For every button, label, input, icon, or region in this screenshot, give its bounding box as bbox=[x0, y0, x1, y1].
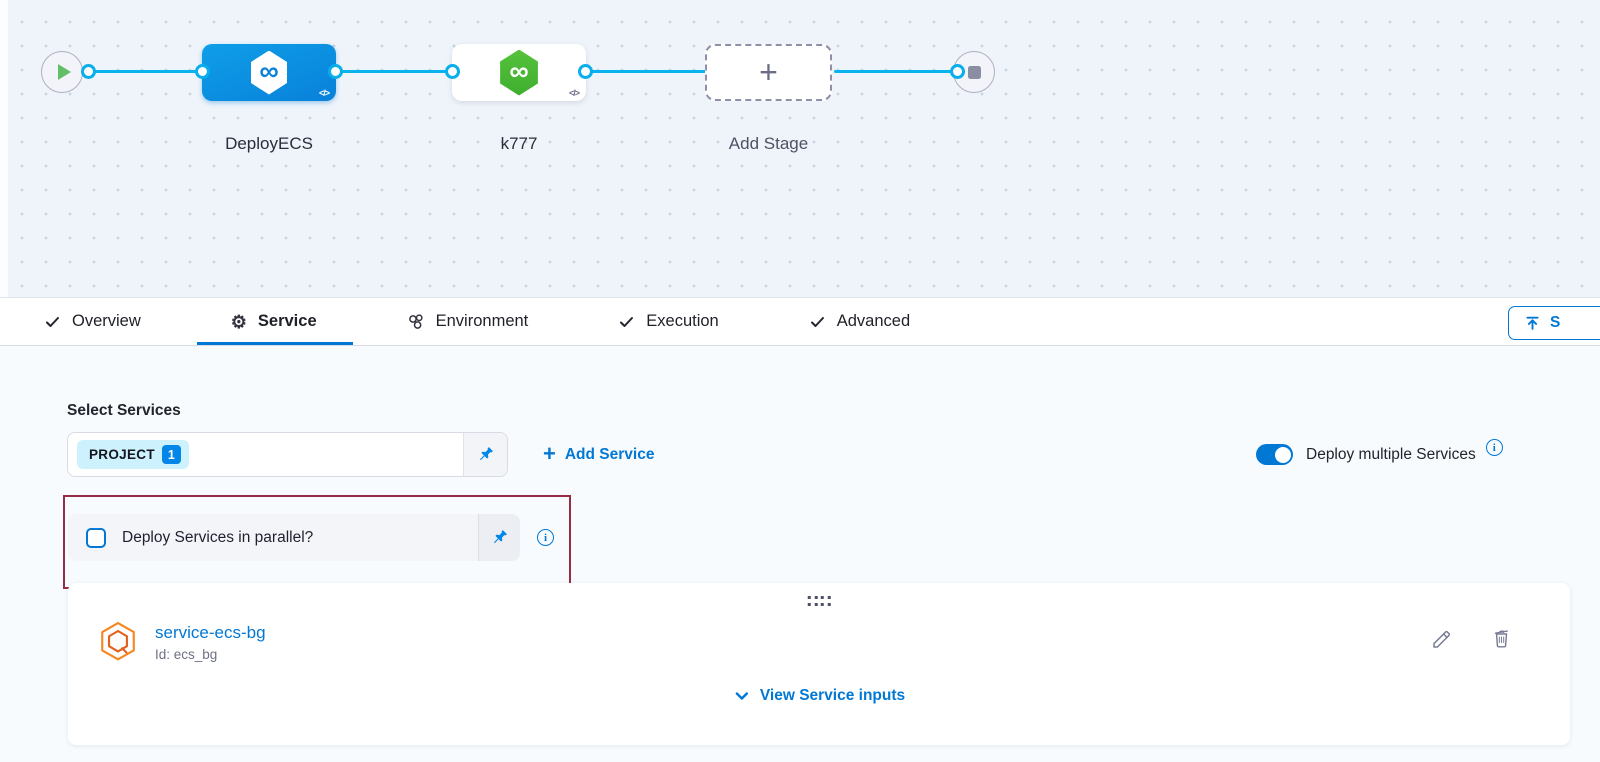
select-services-label: Select Services bbox=[67, 402, 181, 419]
add-service-label: Add Service bbox=[564, 445, 655, 463]
deploy-multiple-label: Deploy multiple Services bbox=[1306, 445, 1476, 463]
connector-line bbox=[338, 70, 454, 73]
code-view-icon: </> bbox=[568, 88, 580, 98]
edit-icon[interactable] bbox=[1430, 627, 1451, 648]
code-view-icon: </> bbox=[318, 88, 330, 98]
pin-icon bbox=[490, 528, 509, 547]
deploy-multiple-services-row: Deploy multiple Services i bbox=[1256, 432, 1503, 477]
upload-icon bbox=[1524, 315, 1541, 332]
infinity-glyph: ∞ bbox=[259, 55, 279, 86]
tab-overview[interactable]: Overview bbox=[44, 298, 141, 345]
environment-icon bbox=[407, 313, 425, 331]
tab-environment[interactable]: Environment bbox=[407, 298, 529, 345]
service-id: Id: ecs_bg bbox=[155, 646, 218, 662]
chevron-down-icon bbox=[733, 687, 751, 705]
project-scope-chip[interactable]: PROJECT 1 bbox=[77, 440, 189, 469]
toggle-knob bbox=[1274, 446, 1291, 463]
check-icon bbox=[809, 314, 826, 330]
connector-line bbox=[588, 70, 708, 73]
connector-port bbox=[445, 64, 460, 79]
info-icon[interactable]: i bbox=[537, 529, 554, 546]
service-hexagon-icon bbox=[98, 621, 138, 663]
add-service-button[interactable]: + Add Service bbox=[543, 432, 654, 477]
cd-stage-icon: ∞ bbox=[251, 50, 287, 95]
select-services-field[interactable]: PROJECT 1 bbox=[68, 433, 463, 476]
service-card-actions bbox=[1430, 627, 1512, 648]
connector-line bbox=[88, 70, 204, 73]
stage-node-k777[interactable]: ∞ </> bbox=[452, 44, 586, 101]
cd-stage-icon: ∞ bbox=[500, 49, 538, 96]
pipeline-start-node bbox=[41, 51, 83, 93]
drag-handle-icon[interactable] bbox=[807, 596, 831, 606]
stage-config-tabbar: Overview ⚙ Service Environment Execution… bbox=[0, 297, 1600, 346]
tab-execution[interactable]: Execution bbox=[618, 298, 719, 345]
save-button-label: S bbox=[1550, 314, 1561, 331]
tab-label: Execution bbox=[646, 312, 719, 330]
deploy-parallel-row: Deploy Services in parallel? i bbox=[68, 514, 554, 561]
add-stage-label: Add Stage bbox=[728, 134, 809, 153]
play-icon bbox=[57, 64, 71, 80]
stage-label-deployecs: DeployECS bbox=[225, 134, 313, 153]
connector-port bbox=[195, 64, 210, 79]
view-service-inputs-button[interactable]: View Service inputs bbox=[733, 687, 905, 705]
connector-port bbox=[578, 64, 593, 79]
connector-port bbox=[950, 64, 965, 79]
canvas-left-edge bbox=[0, 0, 8, 297]
service-info: service-ecs-bg Id: ecs_bg bbox=[98, 621, 266, 663]
stop-icon bbox=[967, 65, 981, 79]
plus-icon: + bbox=[543, 440, 556, 466]
tab-label: Service bbox=[257, 312, 317, 330]
deploy-parallel-field: Deploy Services in parallel? bbox=[68, 514, 520, 561]
connector-port bbox=[328, 64, 343, 79]
delete-icon[interactable] bbox=[1491, 627, 1512, 648]
stage-label-k777: k777 bbox=[500, 134, 538, 153]
service-card: service-ecs-bg Id: ecs_bg bbox=[68, 583, 1570, 745]
tab-label: Advanced bbox=[836, 312, 911, 330]
chip-label: PROJECT bbox=[89, 447, 155, 462]
connector-line bbox=[834, 70, 960, 73]
deploy-parallel-label: Deploy Services in parallel? bbox=[122, 528, 314, 546]
stage-node-deployecs[interactable]: ∞ </> bbox=[202, 44, 336, 101]
plus-icon: + bbox=[759, 54, 778, 90]
chip-count-badge: 1 bbox=[161, 445, 181, 464]
check-icon bbox=[618, 314, 635, 330]
view-inputs-label: View Service inputs bbox=[759, 687, 906, 704]
infinity-glyph: ∞ bbox=[509, 55, 529, 86]
check-icon bbox=[44, 314, 61, 330]
pin-input-type-button[interactable] bbox=[478, 514, 520, 561]
tab-label: Environment bbox=[435, 312, 529, 330]
tab-label: Overview bbox=[72, 312, 141, 330]
select-services-input[interactable]: PROJECT 1 bbox=[67, 432, 508, 477]
service-name-link[interactable]: service-ecs-bg bbox=[155, 622, 266, 642]
add-stage-button[interactable]: + bbox=[705, 44, 832, 101]
info-icon[interactable]: i bbox=[1485, 439, 1503, 456]
tab-advanced[interactable]: Advanced bbox=[809, 298, 910, 345]
pipeline-canvas: ∞ </> ∞ </> + DeployECS k777 Add Stage bbox=[0, 0, 1600, 297]
save-button[interactable]: S bbox=[1508, 306, 1600, 340]
service-tab-panel: Select Services PROJECT 1 + Add Service bbox=[0, 346, 1600, 762]
deploy-parallel-checkbox[interactable] bbox=[86, 527, 106, 548]
deploy-multiple-toggle[interactable] bbox=[1256, 444, 1293, 465]
pin-input-type-button[interactable] bbox=[463, 433, 507, 476]
pin-icon bbox=[476, 445, 495, 464]
tab-service[interactable]: ⚙ Service bbox=[196, 298, 353, 345]
connector-port bbox=[81, 64, 96, 79]
gear-icon: ⚙ bbox=[230, 311, 247, 332]
